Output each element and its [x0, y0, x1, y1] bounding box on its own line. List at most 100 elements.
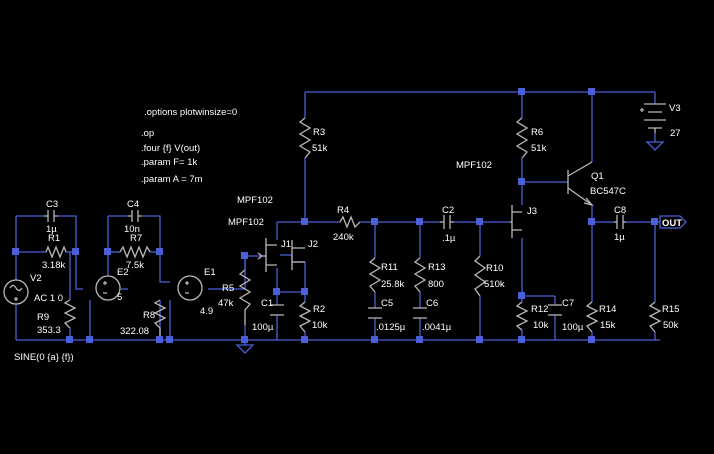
label-r3-name: R3: [313, 127, 325, 138]
resistor-r14: [585, 301, 599, 333]
capacitor-c6: [413, 307, 427, 319]
label-r5-name: R5: [222, 283, 234, 294]
junction-dots: [12, 88, 658, 343]
label-c3-value: 1µ: [46, 224, 57, 235]
label-j2-name: J2: [308, 239, 318, 250]
resistor-r2: [298, 301, 312, 333]
resistor-r9: [63, 299, 77, 329]
directive-op: .op: [141, 128, 154, 139]
label-v3-value: 27: [670, 128, 681, 139]
label-c7-name: C7: [562, 298, 574, 309]
label-r7-value: 7.5k: [126, 260, 144, 271]
label-r8-value: 322.08: [120, 326, 149, 337]
label-r2-name: R2: [313, 304, 325, 315]
resistor-r5: [238, 269, 252, 325]
label-r1-name: R1: [48, 233, 60, 244]
dependent-source-e2: [95, 275, 121, 301]
resistor-r3: [298, 117, 312, 159]
label-j3-model: MPF102: [456, 160, 492, 171]
label-c7-value: 100µ: [562, 322, 584, 333]
label-r13-value: 800: [428, 279, 444, 290]
label-c5-value: .0125µ: [376, 322, 406, 333]
resistor-r13: [413, 257, 427, 293]
resistor-r1: [45, 245, 67, 259]
capacitor-c3: [44, 210, 58, 222]
label-r6-value: 51k: [531, 143, 547, 154]
wires: [15, 91, 660, 345]
resistor-r10: [473, 255, 487, 297]
label-r8-name: R8: [143, 310, 155, 321]
capacitor-c1: [270, 304, 284, 316]
capacitor-c7: [548, 304, 562, 316]
label-v2-name: V2: [30, 273, 42, 284]
label-c1-name: C1: [261, 298, 273, 309]
label-c4-value: 10n: [124, 224, 140, 235]
capacitor-c5: [368, 307, 382, 319]
label-r9-name: R9: [37, 312, 49, 323]
label-r9-value: 353.3: [37, 325, 61, 336]
label-j1-model: MPF102: [228, 217, 264, 228]
label-r7-name: R7: [130, 233, 142, 244]
spice-directives: .options plotwinsize=0 .op .four {f} V(o…: [141, 107, 237, 185]
label-r3-value: 51k: [312, 143, 328, 154]
resistor-r8: [153, 299, 167, 340]
ground-symbol-v3: [645, 141, 665, 151]
label-c5-name: C5: [381, 298, 393, 309]
label-r15-name: R15: [662, 304, 679, 315]
label-e1-value: 4.9: [200, 306, 213, 317]
label-r13-name: R13: [428, 262, 445, 273]
label-v2-value: AC 1 0: [34, 293, 63, 304]
directive-four: .four {f} V(out): [141, 143, 200, 154]
directive-param-f: .param F= 1k: [141, 157, 197, 168]
label-r15-value: 50k: [663, 320, 679, 331]
label-e2-name: E2: [117, 267, 129, 278]
jfet-j1: [257, 238, 277, 272]
voltage-source-v2: [3, 279, 29, 305]
label-c2-name: C2: [442, 205, 454, 216]
label-r14-name: R14: [599, 304, 616, 315]
label-r11-value: 25.8k: [381, 279, 404, 290]
component-labels: C3 1µ R1 3.18k V2 AC 1 0 R9 353.3 C4 10n…: [30, 103, 681, 337]
directive-param-a: .param A = 7m: [141, 174, 203, 185]
label-r10-value: 510k: [484, 279, 505, 290]
resistor-r7: [119, 245, 151, 259]
label-r11-name: R11: [381, 262, 398, 273]
label-c8-value: 1µ: [614, 232, 625, 243]
capacitor-c8: [614, 215, 626, 229]
label-j2-model: MPF102: [237, 195, 273, 206]
label-r6-name: R6: [531, 127, 543, 138]
label-v3-name: V3: [669, 103, 681, 114]
jfet-j3: [510, 205, 522, 238]
capacitor-c4: [128, 210, 142, 222]
label-e1-name: E1: [204, 267, 216, 278]
label-c4-name: C4: [127, 199, 139, 210]
label-e2-value: 5: [117, 292, 122, 303]
label-c1-value: 100µ: [252, 322, 274, 333]
net-flag-out: [659, 215, 687, 229]
label-r2-value: 10k: [312, 320, 328, 331]
label-c8-name: C8: [614, 205, 626, 216]
dependent-source-e1: [177, 275, 203, 301]
label-c6-name: C6: [426, 298, 438, 309]
ground-symbol: [235, 344, 255, 354]
label-c6-value: .0041µ: [422, 322, 452, 333]
source-note: SINE(0 {a} {f}): [14, 352, 74, 363]
label-r12-value: 10k: [533, 320, 549, 331]
resistor-r6: [515, 117, 529, 159]
label-j3-name: J3: [527, 206, 537, 217]
battery-v3: [640, 103, 666, 133]
label-r10-name: R10: [486, 263, 503, 274]
label-r14-value: 15k: [600, 320, 616, 331]
bjt-q1: [567, 161, 594, 207]
net-label-out: OUT: [662, 218, 682, 229]
label-q1-name: Q1: [591, 171, 604, 182]
resistor-r4: [339, 215, 361, 229]
resistor-r11: [368, 257, 382, 293]
capacitor-c2: [440, 215, 454, 229]
jfet-j2: [291, 240, 305, 270]
label-j1-name: J1: [281, 239, 291, 250]
directive-options: .options plotwinsize=0: [144, 107, 237, 118]
label-r5-value: 47k: [218, 298, 234, 309]
